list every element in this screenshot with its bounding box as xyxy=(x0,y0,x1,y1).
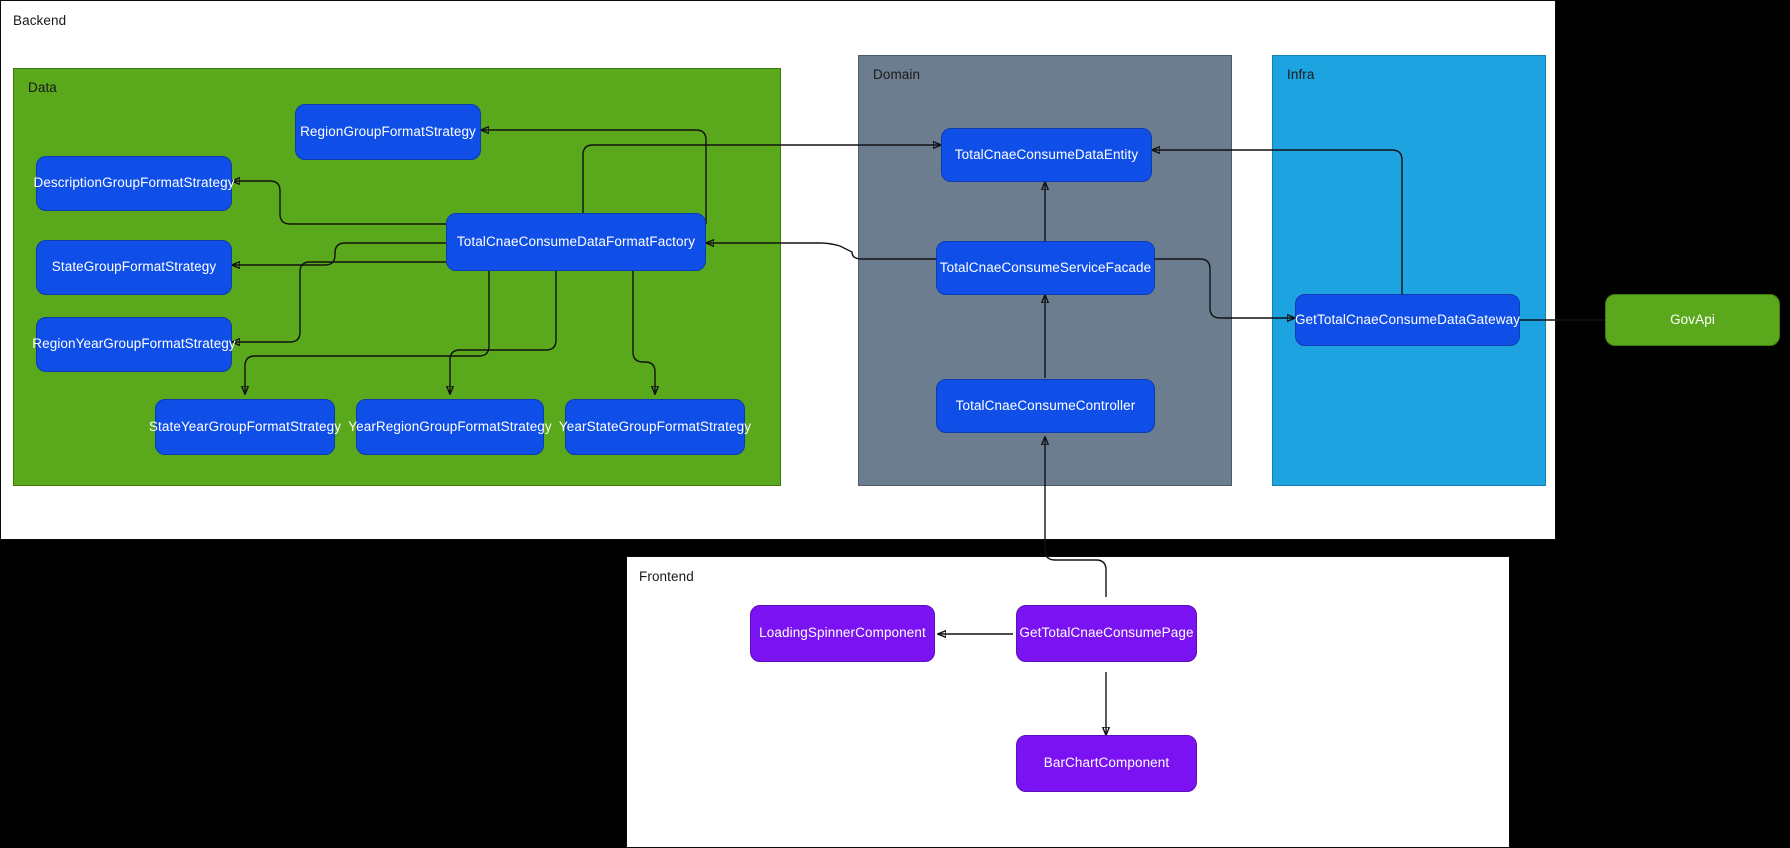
node-get-total-cnae-consume-data-gateway[interactable]: GetTotalCnaeConsumeDataGateway xyxy=(1295,294,1520,346)
node-year-region-group-format-strategy[interactable]: YearRegionGroupFormatStrategy xyxy=(348,399,552,455)
node-loading-spinner-component[interactable]: LoadingSpinnerComponent xyxy=(750,605,935,662)
backend-label: Backend xyxy=(13,13,67,28)
node-label: TotalCnaeConsumeServiceFacade xyxy=(939,259,1152,275)
node-total-cnae-consume-service-facade[interactable]: TotalCnaeConsumeServiceFacade xyxy=(936,241,1155,295)
node-label: DescriptionGroupFormatStrategy xyxy=(33,175,235,191)
node-label: BarChartComponent xyxy=(1043,755,1170,771)
node-region-group-format-strategy[interactable]: RegionGroupFormatStrategy xyxy=(295,104,481,160)
frontend-container: Frontend xyxy=(626,556,1510,848)
node-year-state-group-format-strategy[interactable]: YearStateGroupFormatStrategy xyxy=(559,399,751,455)
node-get-total-cnae-consume-page[interactable]: GetTotalCnaeConsumePage xyxy=(1016,605,1197,662)
node-label: GetTotalCnaeConsumeDataGateway xyxy=(1294,311,1521,327)
node-label: GetTotalCnaeConsumePage xyxy=(1019,625,1194,641)
infra-layer-container: Infra xyxy=(1272,55,1546,486)
node-state-year-group-format-strategy[interactable]: StateYearGroupFormatStrategy xyxy=(149,399,341,455)
node-label: TotalCnaeConsumeDataFormatFactory xyxy=(456,233,696,249)
node-total-cnae-consume-data-format-factory[interactable]: TotalCnaeConsumeDataFormatFactory xyxy=(446,213,706,271)
infra-layer-label: Infra xyxy=(1287,67,1315,82)
node-label: GovApi xyxy=(1670,311,1715,327)
node-label: RegionYearGroupFormatStrategy xyxy=(32,336,236,352)
node-gov-api[interactable]: GovApi xyxy=(1605,294,1780,346)
node-bar-chart-component[interactable]: BarChartComponent xyxy=(1016,735,1197,792)
node-label: YearRegionGroupFormatStrategy xyxy=(348,418,552,434)
node-label: YearStateGroupFormatStrategy xyxy=(558,418,752,434)
node-label: LoadingSpinnerComponent xyxy=(759,625,926,641)
frontend-label: Frontend xyxy=(639,569,694,584)
node-label: TotalCnaeConsumeDataEntity xyxy=(954,146,1139,162)
domain-layer-label: Domain xyxy=(873,67,921,82)
node-state-group-format-strategy[interactable]: StateGroupFormatStrategy xyxy=(36,240,232,295)
node-total-cnae-consume-controller[interactable]: TotalCnaeConsumeController xyxy=(936,379,1155,433)
node-label: TotalCnaeConsumeController xyxy=(955,397,1136,413)
data-layer-label: Data xyxy=(28,80,57,95)
node-label: RegionGroupFormatStrategy xyxy=(300,123,476,139)
node-label: StateGroupFormatStrategy xyxy=(51,259,217,275)
node-region-year-group-format-strategy[interactable]: RegionYearGroupFormatStrategy xyxy=(32,317,236,372)
node-total-cnae-consume-data-entity[interactable]: TotalCnaeConsumeDataEntity xyxy=(941,128,1152,182)
node-label: StateYearGroupFormatStrategy xyxy=(148,418,342,434)
node-description-group-format-strategy[interactable]: DescriptionGroupFormatStrategy xyxy=(33,156,235,211)
